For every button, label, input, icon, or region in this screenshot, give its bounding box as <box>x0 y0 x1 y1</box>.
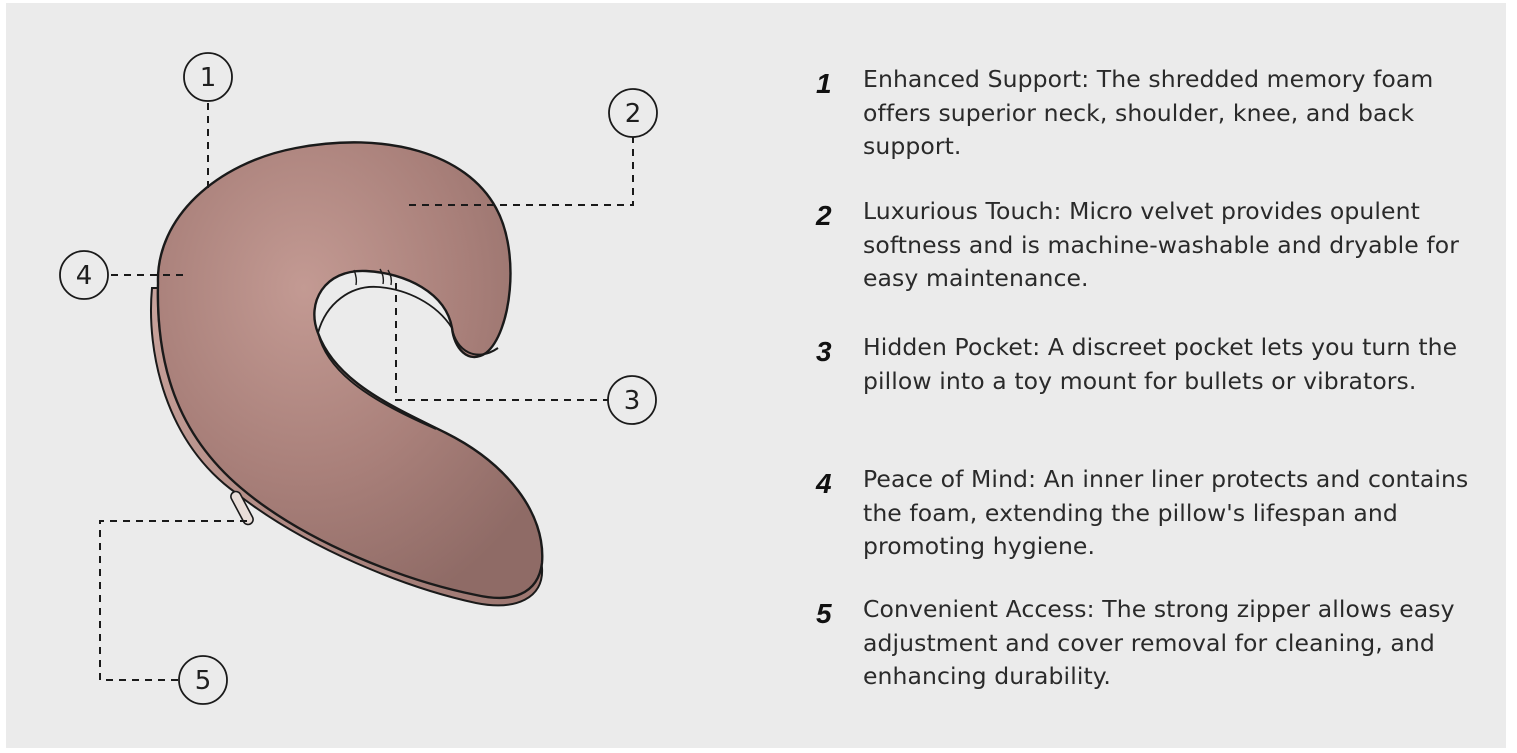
feature-item-enhanced-support: 1 Enhanced Support: The shredded memory … <box>816 63 1476 164</box>
svg-text:3: 3 <box>624 386 641 416</box>
feature-number: 5 <box>816 593 863 630</box>
feature-description: Convenient Access: The strong zipper all… <box>863 593 1476 694</box>
pillow-top <box>158 142 542 598</box>
feature-number: 3 <box>816 331 863 368</box>
feature-title: Convenient Access: <box>863 595 1095 623</box>
feature-description: Luxurious Touch: Micro velvet provides o… <box>863 195 1476 296</box>
svg-text:5: 5 <box>195 666 212 696</box>
feature-number: 1 <box>816 63 863 100</box>
pillow-diagram: 1 2 3 4 5 <box>6 3 796 748</box>
callout-4: 4 <box>60 251 108 299</box>
feature-item-hidden-pocket: 3 Hidden Pocket: A discreet pocket lets … <box>816 331 1476 398</box>
leader-line-5 <box>100 521 251 680</box>
feature-title: Hidden Pocket: <box>863 333 1040 361</box>
feature-item-convenient-access: 5 Convenient Access: The strong zipper a… <box>816 593 1476 694</box>
callout-5: 5 <box>179 656 227 704</box>
feature-title: Enhanced Support: <box>863 65 1089 93</box>
callout-2: 2 <box>609 89 657 137</box>
feature-number: 4 <box>816 463 863 500</box>
svg-text:1: 1 <box>200 63 217 93</box>
feature-description: Peace of Mind: An inner liner protects a… <box>863 463 1476 564</box>
callout-3: 3 <box>608 376 656 424</box>
feature-title: Peace of Mind: <box>863 465 1036 493</box>
feature-title: Luxurious Touch <box>863 197 1054 225</box>
svg-text:2: 2 <box>625 99 642 129</box>
infographic-panel: 1 2 3 4 5 1 Enhanced Support: The shredd… <box>6 3 1506 748</box>
callout-1: 1 <box>184 53 232 101</box>
feature-description: Hidden Pocket: A discreet pocket lets yo… <box>863 331 1476 398</box>
feature-item-luxurious-touch: 2 Luxurious Touch: Micro velvet provides… <box>816 195 1476 296</box>
svg-text:4: 4 <box>76 261 93 291</box>
feature-number: 2 <box>816 195 863 232</box>
feature-description: Enhanced Support: The shredded memory fo… <box>863 63 1476 164</box>
feature-item-peace-of-mind: 4 Peace of Mind: An inner liner protects… <box>816 463 1476 564</box>
